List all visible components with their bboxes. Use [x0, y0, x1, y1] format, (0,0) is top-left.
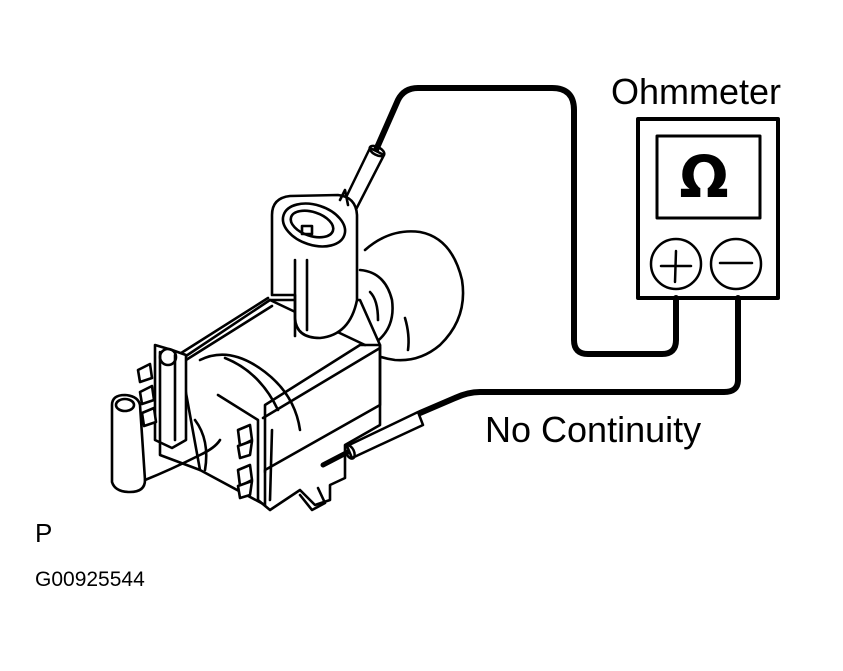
- figure-id-label: G00925544: [35, 568, 145, 591]
- ohmmeter-label: Ohmmeter: [611, 71, 782, 112]
- negative-lead-wire: [417, 307, 741, 416]
- solenoid-valve-icon: [110, 188, 465, 512]
- view-letter-label: P: [35, 518, 53, 548]
- positive-lead-wire: [373, 85, 679, 357]
- omega-symbol: Ω: [679, 143, 729, 211]
- result-label: No Continuity: [485, 409, 702, 450]
